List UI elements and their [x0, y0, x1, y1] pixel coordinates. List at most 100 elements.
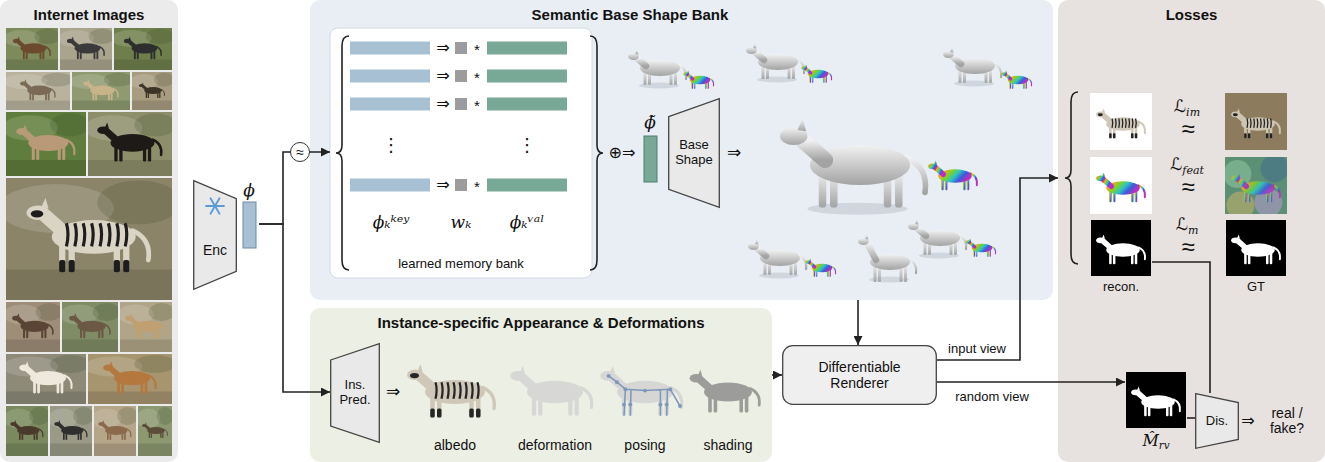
weight-square	[455, 42, 467, 54]
graphic-part	[1115, 119, 1117, 128]
animal-figure	[97, 123, 161, 162]
graphic-part	[142, 82, 144, 84]
graphic-part	[146, 29, 172, 44]
graphic-part	[623, 387, 627, 391]
graphic-part	[114, 60, 172, 71]
graphic-part	[1104, 242, 1112, 249]
graphic-part	[194, 181, 237, 290]
graphic-part	[1246, 119, 1248, 128]
math-label: ϕₖᵛᵃˡ	[510, 213, 545, 232]
graphic-part	[688, 75, 693, 79]
multiply-symbol: *	[474, 70, 480, 87]
graphic-part	[934, 160, 937, 164]
graphic-part	[123, 260, 129, 273]
multiply-symbol: *	[474, 98, 480, 115]
node-label: M̂rv	[1142, 432, 1169, 452]
graphic-part	[154, 73, 172, 87]
graphic-part	[637, 58, 646, 66]
graphic-part	[1113, 133, 1116, 138]
graphic-part	[798, 119, 807, 132]
photo-thumbnail	[114, 28, 172, 70]
graphic-part	[6, 160, 86, 176]
key-vector	[350, 70, 430, 83]
graphic-part	[1135, 133, 1138, 138]
graphic-part	[17, 313, 19, 317]
graphic-part	[1237, 108, 1240, 112]
panel-background	[310, 0, 1053, 300]
animal-figure	[83, 79, 118, 100]
graphic-part	[50, 409, 77, 429]
graphic-part	[73, 42, 79, 47]
graphic-part	[1125, 119, 1127, 128]
graphic-part	[1266, 133, 1269, 138]
decoder-block: Base Shape	[668, 98, 720, 208]
panel-background	[310, 308, 772, 462]
predictor-block: Ins. Pred.	[330, 343, 380, 443]
graphic-part	[1270, 133, 1273, 138]
graphic-part	[1137, 386, 1140, 390]
graphic-part	[466, 382, 467, 399]
base-shape-figure	[928, 160, 977, 190]
graphic-part	[103, 425, 108, 429]
graphic-part	[83, 223, 85, 246]
photo-thumbnail	[88, 354, 172, 404]
graphic-part	[668, 387, 672, 391]
graphic-part	[19, 42, 25, 47]
math-symbol: M̂	[1142, 431, 1158, 450]
graphic-part	[130, 313, 132, 317]
mask-silhouette	[1131, 386, 1180, 416]
graphic-part	[132, 101, 172, 111]
graphic-part	[94, 444, 136, 457]
graphic-part	[1131, 133, 1134, 138]
graphic-part	[45, 216, 64, 233]
graphic-part	[610, 366, 615, 373]
mask-image: GT	[1225, 220, 1287, 298]
flow-arrow	[857, 300, 859, 345]
loss-image	[1225, 93, 1287, 150]
animal-figure	[67, 37, 104, 60]
animal-figure	[54, 420, 87, 440]
graphic-part	[643, 389, 647, 393]
graphic-part	[138, 409, 160, 429]
graphic-part	[50, 355, 86, 373]
value-vector	[487, 98, 567, 111]
graphic-part	[1257, 119, 1259, 128]
mask-image: recon.	[1090, 220, 1152, 298]
graphic-part	[430, 409, 435, 418]
graphic-part	[15, 425, 20, 429]
graphic-part	[1239, 116, 1247, 123]
feature-vector: ϕ̃	[640, 112, 660, 184]
base-shape-figure	[1001, 70, 1031, 88]
caption-label: posing	[624, 438, 665, 453]
graphic-part	[421, 377, 435, 389]
approx-symbol: ≈	[1181, 234, 1194, 260]
graphic-part	[970, 243, 975, 247]
graphic-part	[448, 382, 449, 399]
math-label: wₖ	[451, 213, 472, 232]
graphic-part	[1006, 75, 1011, 79]
graphic-part	[25, 133, 34, 141]
graphic-part	[71, 37, 73, 40]
graphic-part	[23, 125, 27, 130]
photo-thumbnail	[6, 112, 86, 176]
graphic-part	[622, 403, 626, 407]
graphic-part	[97, 180, 172, 224]
graphic-part	[806, 69, 811, 73]
graphic-part	[952, 56, 961, 64]
graphic-part	[658, 403, 662, 407]
graphic-part	[755, 240, 759, 245]
graphic-part	[1102, 172, 1105, 176]
photo-thumbnail	[138, 406, 172, 456]
graphic-part	[1225, 160, 1251, 188]
node-label: ϕ	[243, 181, 255, 201]
graphic-part	[810, 263, 815, 267]
graphic-part	[1250, 119, 1252, 128]
base-shape-figure	[780, 119, 926, 208]
caption-label: shading	[703, 438, 752, 453]
mask-silhouette	[1231, 234, 1280, 264]
node-label: Dis.	[1206, 414, 1228, 429]
graphic-part	[94, 409, 121, 429]
text-area: GT	[1225, 278, 1287, 296]
graphic-part	[1196, 394, 1239, 449]
graphic-part	[757, 248, 766, 256]
